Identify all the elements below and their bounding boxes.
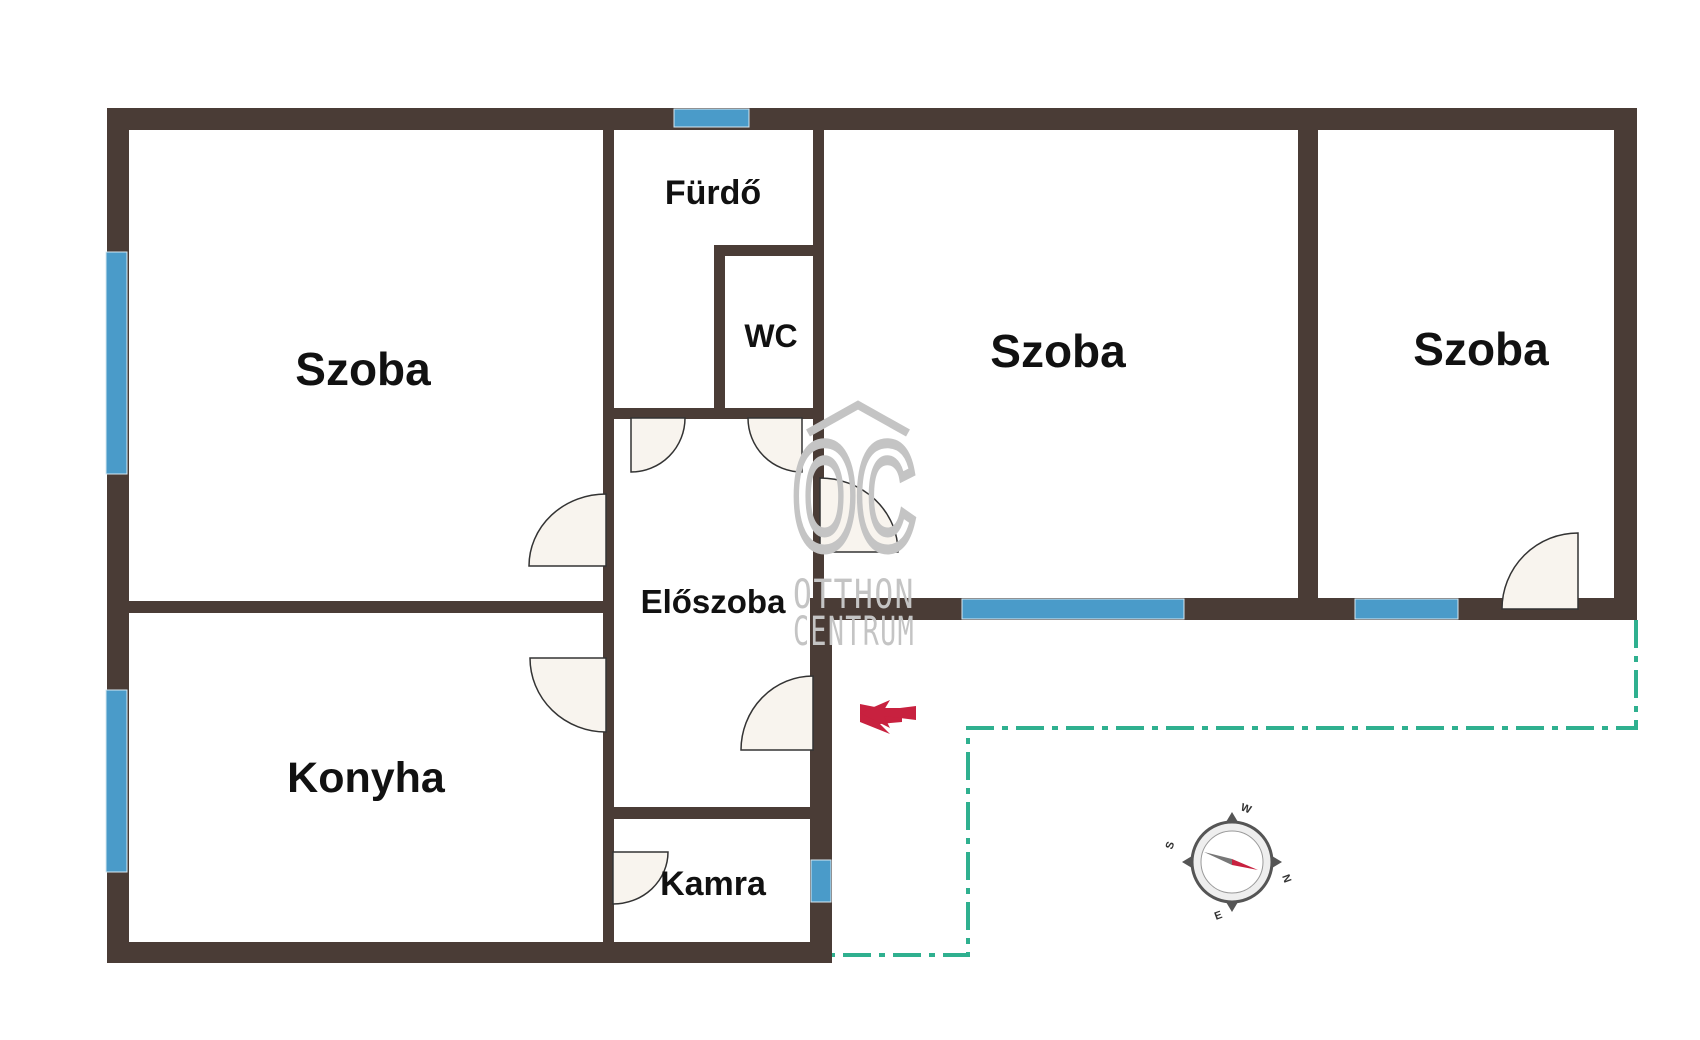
watermark-roof-icon (806, 400, 910, 437)
watermark-line2: CENTRUM (793, 609, 915, 655)
entrance-arrow-icon (860, 700, 916, 734)
room-label-konyha: Konyha (287, 754, 446, 802)
door-kamra (612, 851, 669, 905)
compass-s: S (1164, 840, 1178, 851)
room-label-eloszoba: Előszoba (641, 583, 787, 620)
door-szoba-left (528, 493, 607, 567)
room-label-kamra: Kamra (660, 865, 767, 903)
room-label-wc: WC (744, 318, 797, 354)
interior-walls (125, 125, 1318, 945)
door-wc (747, 417, 803, 473)
window-left-lower (105, 689, 128, 873)
door-entrance (740, 675, 814, 751)
watermark-line1: OTTHON (793, 572, 915, 618)
door-szoba-mid (819, 477, 899, 553)
room-label-furdo: Fürdő (665, 174, 761, 212)
windows (105, 108, 1459, 903)
watermark: OC OTTHON CENTRUM (788, 400, 920, 655)
window-bottom-middle (961, 598, 1185, 620)
room-label-szoba-left: Szoba (295, 343, 431, 395)
door-szoba-right (1501, 532, 1579, 610)
compass-e: E (1213, 909, 1224, 923)
room-label-szoba-right: Szoba (1413, 323, 1549, 375)
door-furdo (630, 417, 686, 473)
terrace-outline (832, 620, 1638, 957)
doors (528, 417, 1579, 905)
window-top (673, 108, 750, 128)
watermark-logo: OC (793, 412, 915, 580)
window-kamra (810, 859, 832, 903)
door-konyha (529, 657, 607, 733)
compass-icon: W N S E (1164, 802, 1294, 923)
window-bottom-right (1354, 598, 1459, 620)
room-label-szoba-mid: Szoba (990, 325, 1126, 377)
window-left-upper (105, 251, 128, 475)
compass-n: N (1279, 873, 1293, 885)
compass-w: W (1239, 802, 1253, 817)
